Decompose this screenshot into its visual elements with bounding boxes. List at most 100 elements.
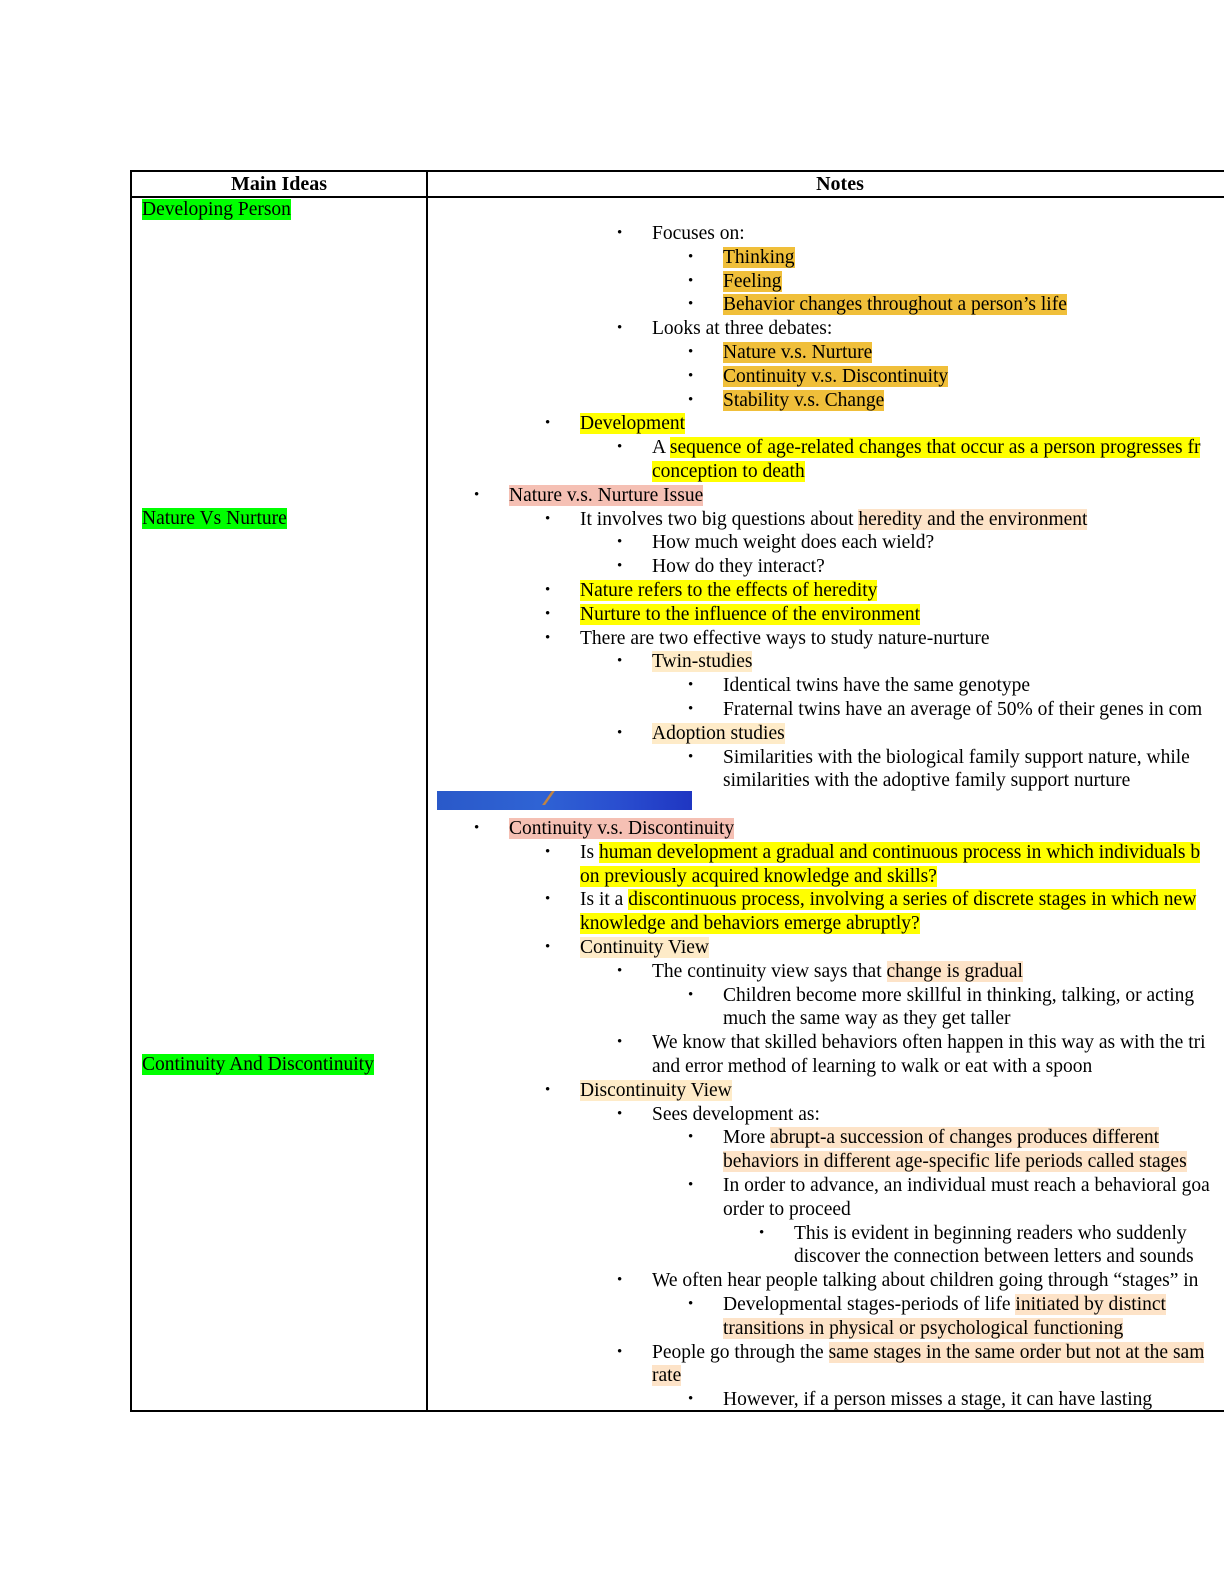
note-text: Identical twins have the same genotype xyxy=(723,675,1031,697)
main-idea-developing-person: Developing Person xyxy=(142,198,291,221)
note-line: However, if a person misses a stage, it … xyxy=(723,1388,1152,1412)
note-line: We often hear people talking about child… xyxy=(652,1269,1198,1293)
bullet-icon: • xyxy=(474,486,480,503)
note-line: much the same way as they get taller xyxy=(723,1007,1011,1031)
note-text: Is it a xyxy=(580,889,629,911)
highlighted-text: change is gradual xyxy=(886,960,1023,982)
highlighted-text: Nature refers to the effects of heredity xyxy=(580,580,878,601)
note-text: Sees development as: xyxy=(652,1103,820,1125)
highlighted-text: Feeling xyxy=(723,270,782,292)
note-line: rate xyxy=(652,1364,682,1388)
note-line: Continuity v.s. Discontinuity xyxy=(723,365,949,389)
bullet-icon: • xyxy=(688,367,694,384)
highlighted-text: knowledge and behaviors emerge abruptly? xyxy=(580,913,920,935)
note-text: People go through the xyxy=(652,1341,829,1363)
highlighted-text: discontinuous process, involving a serie… xyxy=(628,889,1197,911)
highlighted-text: Development xyxy=(580,413,686,435)
bullet-icon: • xyxy=(545,629,551,646)
note-text: Focuses on: xyxy=(652,223,745,244)
note-text: discover the connection between letters … xyxy=(794,1246,1194,1268)
bullet-icon: • xyxy=(688,701,694,717)
bullet-icon: • xyxy=(545,843,551,860)
highlighted-text: Behavior changes throughout a person’s l… xyxy=(723,294,1067,316)
highlighted-text: Nurture to the influence of the environm… xyxy=(580,603,921,625)
note-line: Behavior changes throughout a person’s l… xyxy=(723,293,1067,317)
note-line: Stability v.s. Change xyxy=(723,389,885,413)
bullet-icon: • xyxy=(688,1296,694,1312)
highlighted-text: initiated by distinct xyxy=(1015,1294,1166,1315)
note-line: More abrupt-a succession of changes prod… xyxy=(723,1126,1160,1150)
note-text: It involves two big questions about xyxy=(580,508,859,530)
note-text: However, if a person misses a stage, it … xyxy=(723,1389,1153,1411)
note-line: Focuses on: xyxy=(652,222,745,246)
bullet-icon: • xyxy=(617,534,623,551)
note-text: This is evident in beginning readers who… xyxy=(794,1222,1187,1244)
highlighted-text: Discontinuity View xyxy=(580,1079,732,1101)
note-line: A sequence of age-related changes that o… xyxy=(652,436,1201,460)
bullet-icon: • xyxy=(688,1129,694,1146)
note-text: How do they interact? xyxy=(652,556,825,578)
note-line: on previously acquired knowledge and ski… xyxy=(580,865,937,889)
note-text: and error method of learning to walk or … xyxy=(652,1056,1093,1077)
note-text: Similarities with the biological family … xyxy=(723,746,1190,768)
note-line: Nature refers to the effects of heredity xyxy=(580,579,878,603)
note-text: Is xyxy=(580,841,599,863)
note-line: In order to advance, an individual must … xyxy=(723,1174,1210,1198)
note-line: Development xyxy=(580,412,686,436)
note-text: In order to advance, an individual must … xyxy=(723,1175,1210,1196)
note-line: discover the connection between letters … xyxy=(794,1245,1194,1269)
bullet-icon: • xyxy=(617,1343,623,1360)
note-line: Nature v.s. Nurture Issue xyxy=(509,484,704,508)
bullet-icon: • xyxy=(688,748,694,765)
main-idea-nature-vs-nurture: Nature Vs Nurture xyxy=(142,507,287,530)
notes-table xyxy=(130,170,1224,1412)
highlighted-text: Continuity v.s. Discontinuity xyxy=(723,365,949,387)
main-idea-label: Continuity And Discontinuity xyxy=(142,1054,374,1075)
main-ideas-header: Main Ideas xyxy=(230,173,328,195)
main-idea-label: Nature Vs Nurture xyxy=(142,508,287,529)
blue-image-strip xyxy=(437,791,692,810)
note-line: Nature v.s. Nurture xyxy=(723,341,873,365)
bullet-icon: • xyxy=(545,939,551,955)
bullet-icon: • xyxy=(688,248,694,265)
note-line: Continuity View xyxy=(580,936,710,960)
bullet-icon: • xyxy=(688,272,694,289)
note-line: The continuity view says that change is … xyxy=(652,960,1023,984)
notes-header: Notes xyxy=(816,173,864,195)
bullet-icon: • xyxy=(617,724,623,741)
bullet-icon: • xyxy=(688,391,694,408)
highlighted-text: Twin-studies xyxy=(652,651,753,673)
note-line: Is human development a gradual and conti… xyxy=(580,841,1201,865)
highlighted-text: Adoption studies xyxy=(652,722,785,744)
note-line: Looks at three debates: xyxy=(652,317,832,341)
bullet-icon: • xyxy=(688,1177,694,1193)
highlighted-text: Continuity v.s. Discontinuity xyxy=(509,818,735,839)
highlighted-text: Continuity View xyxy=(580,937,710,958)
bullet-icon: • xyxy=(759,1224,765,1241)
bullet-icon: • xyxy=(617,558,623,575)
note-text: More xyxy=(723,1127,771,1149)
note-line: Similarities with the biological family … xyxy=(723,746,1190,770)
bullet-icon: • xyxy=(688,1391,694,1408)
note-line: Feeling xyxy=(723,270,782,294)
note-text: Fraternal twins have an average of 50% o… xyxy=(723,699,1203,720)
note-line: Identical twins have the same genotype xyxy=(723,674,1030,698)
note-line: This is evident in beginning readers who… xyxy=(794,1222,1187,1246)
column-divider xyxy=(426,170,428,1412)
main-idea-label: Developing Person xyxy=(142,199,291,220)
highlighted-text: Nature v.s. Nurture xyxy=(723,342,873,363)
note-text: Looks at three debates: xyxy=(652,318,833,340)
note-line: People go through the same stages in the… xyxy=(652,1341,1205,1365)
note-text: similarities with the adoptive family su… xyxy=(723,770,1131,792)
highlighted-text: sequence of age-related changes that occ… xyxy=(669,437,1201,459)
note-line: and error method of learning to walk or … xyxy=(652,1055,1092,1079)
note-line: How much weight does each wield? xyxy=(652,531,934,555)
note-text: A xyxy=(652,437,670,459)
bullet-icon: • xyxy=(688,986,694,1003)
highlighted-text: on previously acquired knowledge and ski… xyxy=(580,865,937,887)
bullet-icon: • xyxy=(545,891,551,908)
highlighted-text: Thinking xyxy=(723,246,795,268)
note-text: Children become more skillful in thinkin… xyxy=(723,984,1195,1006)
note-line: knowledge and behaviors emerge abruptly? xyxy=(580,912,920,936)
